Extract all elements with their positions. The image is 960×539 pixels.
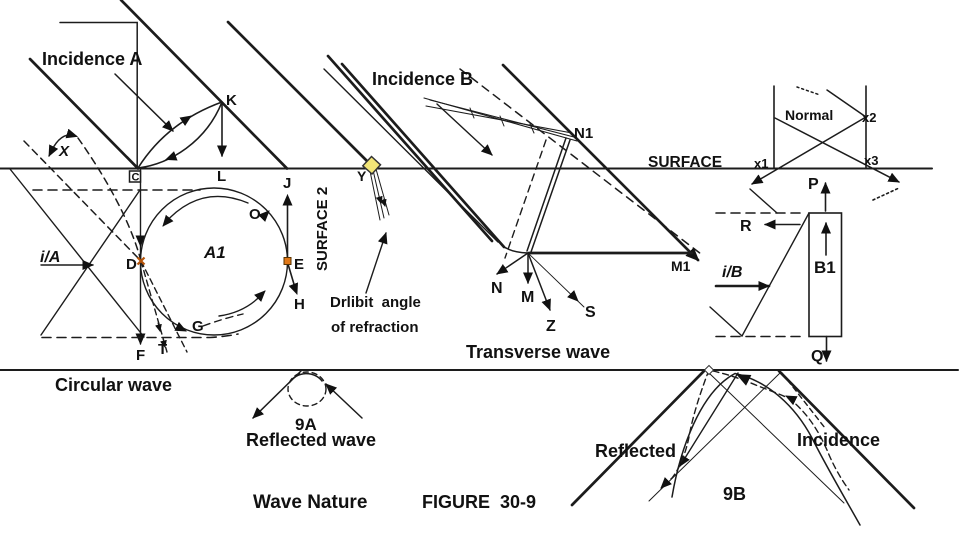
svg-text:i/A: i/A (40, 249, 60, 266)
svg-text:SURFACE: SURFACE (648, 154, 722, 171)
svg-text:9B: 9B (723, 484, 746, 504)
svg-text:Wave Nature: Wave Nature (253, 492, 367, 513)
svg-text:x3: x3 (864, 153, 878, 168)
svg-text:Z: Z (546, 318, 556, 335)
svg-text:x1: x1 (754, 156, 768, 171)
svg-text:G: G (192, 318, 204, 335)
svg-text:B1: B1 (814, 258, 836, 277)
svg-text:F: F (136, 347, 145, 364)
svg-text:Incidence B: Incidence B (372, 69, 473, 89)
svg-text:Incidence A: Incidence A (42, 49, 142, 69)
svg-text:J: J (283, 175, 291, 192)
svg-text:Y: Y (357, 168, 367, 184)
svg-text:T: T (158, 341, 167, 358)
svg-text:D: D (126, 256, 137, 273)
svg-text:M1: M1 (671, 258, 691, 274)
svg-text:A1: A1 (203, 243, 226, 262)
svg-text:P: P (808, 176, 819, 193)
svg-text:of refraction: of refraction (331, 319, 419, 336)
svg-text:Normal: Normal (785, 107, 833, 123)
svg-text:N1: N1 (574, 125, 593, 142)
svg-text:SURFACE 2: SURFACE 2 (314, 187, 331, 271)
svg-text:Incidence: Incidence (797, 430, 880, 450)
svg-text:Reflected wave: Reflected wave (246, 430, 376, 450)
svg-text:9A: 9A (295, 415, 317, 434)
svg-text:x2: x2 (862, 110, 876, 125)
svg-text:FIGURE 30-9: FIGURE 30-9 (422, 492, 536, 512)
svg-text:Circular wave: Circular wave (55, 375, 172, 395)
svg-text:Drlibit angle: Drlibit angle (330, 294, 421, 311)
svg-text:C: C (132, 172, 140, 184)
svg-text:H: H (294, 296, 305, 313)
svg-text:R: R (740, 218, 752, 235)
svg-text:L: L (217, 168, 226, 185)
svg-text:M: M (521, 289, 534, 306)
svg-text:K: K (226, 92, 237, 109)
svg-text:Q: Q (811, 348, 823, 365)
svg-text:Reflected: Reflected (595, 441, 676, 461)
svg-text:Transverse wave: Transverse wave (466, 342, 610, 362)
svg-text:E: E (294, 256, 304, 273)
svg-text:O: O (249, 206, 261, 223)
svg-text:X: X (58, 143, 70, 160)
svg-text:i/B: i/B (722, 264, 742, 281)
svg-text:N: N (491, 280, 503, 297)
svg-text:S: S (585, 304, 596, 321)
